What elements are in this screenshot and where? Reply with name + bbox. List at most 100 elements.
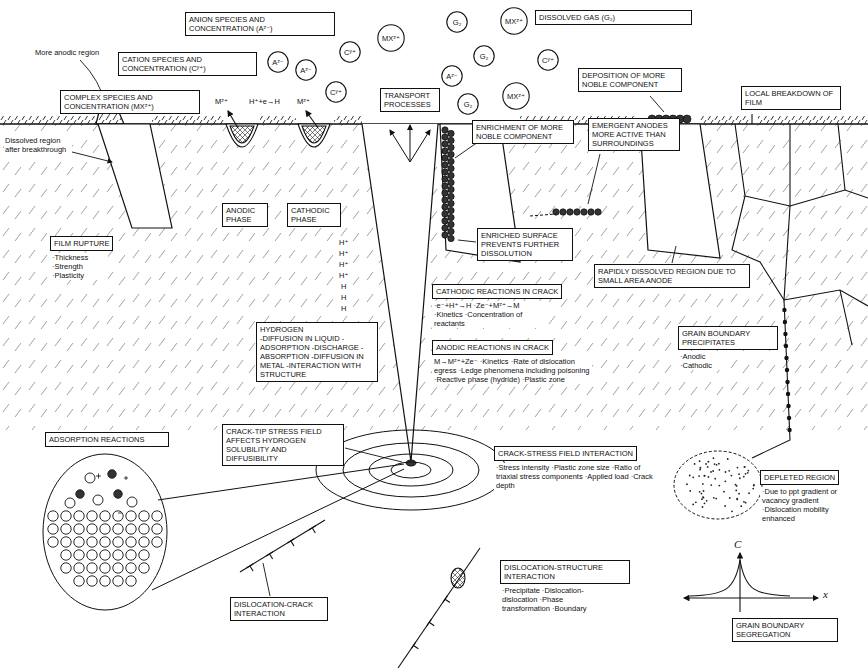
dislocation-lines [398,548,480,668]
generated-detail [113,576,123,586]
generated-detail [784,356,788,360]
annotation-label: Mᶻ⁺ [214,97,229,106]
generated-detail [692,476,694,478]
generated-detail [87,537,97,547]
text-box: CATHODIC PHASE [287,203,341,227]
segregation-plot [740,597,818,598]
generated-detail [743,476,745,478]
heading-box: CRACK-STRESS FIELD INTERACTION [494,446,637,461]
segregation-plot [690,560,790,596]
heading-block: CATHODIC REACTIONS IN CRACK·e⁻+H⁺→H ·Ze⁻… [432,284,604,328]
transport-arrows [390,125,430,162]
generated-detail [736,498,738,500]
generated-detail [108,470,116,478]
generated-detail [784,344,788,348]
generated-detail [126,524,136,534]
surface-film [152,116,224,124]
generated-detail [48,115,792,649]
generated-detail [113,563,123,573]
leader-lines [263,563,270,596]
annotation-label: H [340,293,347,302]
phase-pits [306,111,318,128]
generated-detail [126,576,136,586]
generated-detail [74,550,84,560]
box-text: ANODIC PHASE [226,206,264,224]
generated-detail [87,511,97,521]
generated-detail [61,511,71,521]
grain-boundaries [751,114,752,124]
segregation-plot [684,597,740,598]
generated-detail [74,576,84,586]
body-text: M→Mᶻ⁺+Ze⁻ ·Kinetics ·Rate of dislocation… [432,357,592,384]
generated-detail [712,470,714,472]
grain-boundaries [732,114,868,458]
generated-detail [714,478,716,480]
crack [362,124,438,462]
body-text: ·Precipitate ·Dislocation-dislocation ·P… [500,586,610,613]
generated-detail [74,537,84,547]
leader-lines [650,96,664,112]
circle-outline [326,82,346,102]
phase-pits [226,124,258,147]
generated-detail [728,470,730,472]
crack [406,460,416,466]
generated-detail [442,183,448,189]
text-box: CATION SPECIES AND CONCENTRATION (Cʸ⁺) [118,52,257,76]
generated-detail [442,232,448,238]
generated-detail [247,564,254,571]
text-box: CRACK-TIP STRESS FIELD AFFECTS HYDROGEN … [222,424,344,466]
generated-detail [127,497,137,507]
transport-arrows [390,130,410,162]
generated-detail [705,463,707,465]
generated-detail [730,475,732,477]
species-circle: Cʸ⁺ [325,81,347,103]
body-text: ·e⁻+H⁺→H ·Ze⁻+Mᶻ⁺→M ·Kinetics ·Concentra… [432,301,544,328]
generated-detail [448,200,454,206]
generated-detail [448,193,454,199]
generated-detail [748,492,750,494]
generated-detail [752,488,754,490]
generated-detail [695,501,697,503]
text-box: ADSORPTION REACTIONS [45,432,169,447]
generated-detail [448,151,454,157]
generated-detail [735,490,737,492]
generated-detail [126,537,136,547]
generated-detail [588,209,594,215]
annotation-label: H [340,304,347,313]
generated-detail [786,392,790,396]
generated-detail [100,563,110,573]
generated-detail [448,158,454,164]
generated-detail [442,176,448,182]
generated-detail [442,155,448,161]
generated-detail [448,165,454,171]
generated-detail [716,464,718,466]
depleted-region [674,451,762,519]
phase-pits [302,126,326,143]
depleted-region [674,451,762,519]
generated-detail [113,511,123,521]
generated-detail [443,596,450,603]
text-box: ENRICHED SURFACE PREVENTS FURTHER DISSOL… [477,228,573,261]
film-rupture-pit [96,108,172,228]
leader-lines [72,152,112,162]
generated-detail [724,505,726,507]
generated-detail [442,127,448,133]
generated-detail [708,476,710,478]
circle-outline [474,46,494,66]
generated-detail [703,497,705,499]
body-text: ·Anodic ·Cathodic [678,352,724,370]
transport-arrows [410,130,430,162]
generated-detail [706,500,708,502]
generated-detail [686,483,688,485]
leader-lines [455,142,478,158]
text-box: LOCAL BREAKDOWN OF FILM [741,86,841,110]
circle-outline [458,94,478,114]
heading-box: DEPLETED REGION [760,470,839,485]
generated-detail [126,550,136,560]
generated-detail [448,221,454,227]
box-text: TRANSPORT PROCESSES [384,91,436,109]
generated-detail [100,511,110,521]
generated-detail [442,148,448,154]
generated-detail [713,457,715,459]
